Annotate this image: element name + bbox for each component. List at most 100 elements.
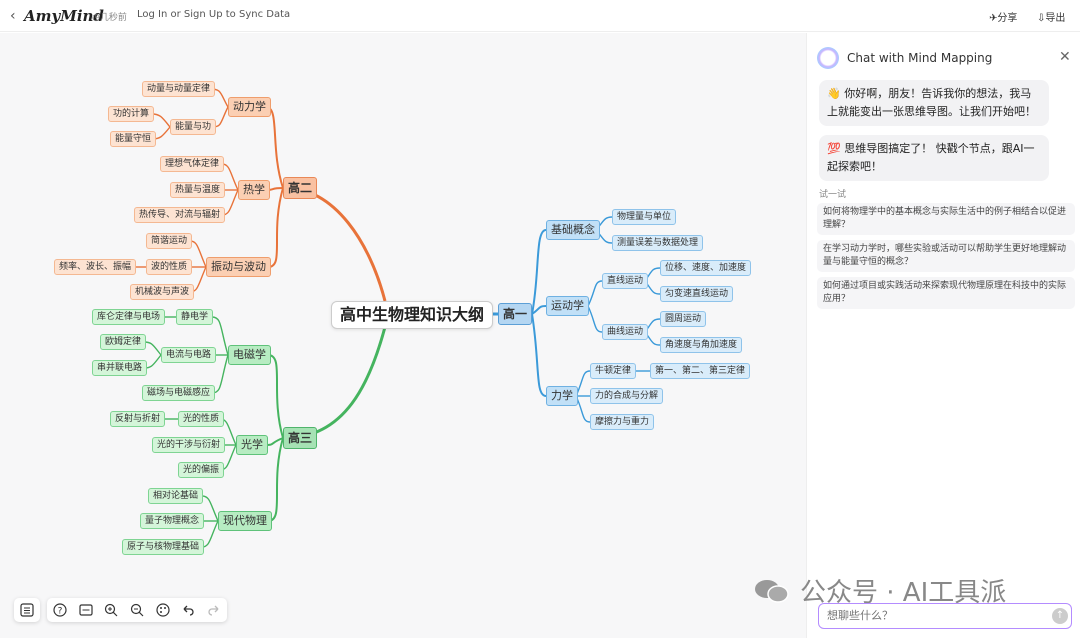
node-electrostatics[interactable]: 静电学 xyxy=(176,309,214,325)
export-icon: ⇩ xyxy=(1037,13,1046,24)
node-em[interactable]: 电磁学 xyxy=(228,345,271,365)
zoom-in-icon[interactable] xyxy=(102,601,120,619)
edge-b3-em xyxy=(267,354,284,439)
node-uniform-accel[interactable]: 匀变速直线运动 xyxy=(660,286,734,302)
node-reflect-refract[interactable]: 反射与折射 xyxy=(110,411,166,427)
suggestion-item[interactable]: 在学习动力学时，哪些实验或活动可以帮助学生更好地理解动量与能量守恒的概念？ xyxy=(817,240,1075,272)
node-curved-motion[interactable]: 曲线运动 xyxy=(602,324,649,340)
node-quantum[interactable]: 量子物理概念 xyxy=(140,513,205,529)
edge-mech-c3 xyxy=(575,395,591,423)
node-interference[interactable]: 光的干涉与衍射 xyxy=(152,437,226,453)
help-icon[interactable]: ? xyxy=(51,601,69,619)
close-icon[interactable]: ✕ xyxy=(1059,49,1071,65)
node-dynamics[interactable]: 动力学 xyxy=(228,97,271,117)
undo-icon[interactable] xyxy=(179,601,197,619)
edge-mod-c3 xyxy=(201,520,219,548)
node-friction-gravity[interactable]: 摩擦力与重力 xyxy=(590,414,655,430)
node-ideal-gas[interactable]: 理想气体定律 xyxy=(160,156,225,172)
share-label: 分享 xyxy=(997,13,1018,24)
node-measurement-error[interactable]: 测量误差与数据处理 xyxy=(612,235,704,251)
node-grade3[interactable]: 高三 xyxy=(283,427,318,449)
mindmap-canvas[interactable]: 高中生物理知识大纲 高二 动力学 动量与动量定律 能量与功 功的计算 能量守恒 … xyxy=(0,33,806,638)
node-modern-physics[interactable]: 现代物理 xyxy=(218,511,272,531)
edge-b3-mod xyxy=(267,437,284,522)
node-energy-conservation[interactable]: 能量守恒 xyxy=(110,131,157,147)
node-energy-work[interactable]: 能量与功 xyxy=(170,119,217,135)
share-icon: ✈ xyxy=(989,13,998,24)
node-ohm[interactable]: 欧姆定律 xyxy=(100,334,147,350)
login-link[interactable]: Log In or Sign Up to Sync Data xyxy=(137,9,291,20)
node-momentum[interactable]: 动量与动量定律 xyxy=(142,81,216,97)
node-linear-motion[interactable]: 直线运动 xyxy=(602,273,649,289)
node-grade2[interactable]: 高二 xyxy=(283,177,318,199)
edge-kin-c2 xyxy=(587,305,603,333)
node-newton[interactable]: 牛顿定律 xyxy=(590,363,637,379)
outline-button[interactable] xyxy=(14,598,40,622)
top-bar: ‹ AmyMind ◷几秒前 Log In or Sign Up to Sync… xyxy=(0,0,1080,32)
node-kinematics[interactable]: 运动学 xyxy=(546,296,589,316)
edge-root-b2 xyxy=(284,186,387,302)
edge-b1-basic xyxy=(531,229,547,315)
edge-em-c1 xyxy=(211,316,229,356)
node-mechanics[interactable]: 力学 xyxy=(546,386,578,406)
clock-icon: ◷ xyxy=(92,13,100,23)
node-displacement[interactable]: 位移、速度、加速度 xyxy=(660,260,752,276)
redo-icon[interactable] xyxy=(205,601,223,619)
node-coulomb[interactable]: 库仑定律与电场 xyxy=(92,309,166,325)
edge-c2-c2a-g xyxy=(143,341,162,356)
node-light-props[interactable]: 光的性质 xyxy=(178,411,225,427)
node-atomic-nuclear[interactable]: 原子与核物理基础 xyxy=(122,539,205,555)
suggestion-item[interactable]: 如何将物理学中的基本概念与实际生活中的例子相结合以促进理解？ xyxy=(817,203,1075,235)
zoom-out-icon[interactable] xyxy=(128,601,146,619)
node-work-calc[interactable]: 功的计算 xyxy=(108,106,155,122)
export-label: 导出 xyxy=(1045,13,1066,24)
share-button[interactable]: ✈分享 xyxy=(989,9,1017,24)
node-polarization[interactable]: 光的偏振 xyxy=(178,462,225,478)
palette-icon[interactable] xyxy=(154,601,172,619)
node-wave-props[interactable]: 波的性质 xyxy=(146,259,193,275)
node-circular-motion[interactable]: 圆周运动 xyxy=(660,311,707,327)
sync-time: 几秒前 xyxy=(99,13,127,23)
edge-b2-dyn xyxy=(265,106,284,189)
ai-orb-icon xyxy=(817,47,839,69)
node-current-circuit[interactable]: 电流与电路 xyxy=(161,347,217,363)
node-shm[interactable]: 简谐运动 xyxy=(146,233,193,249)
chat-panel: Chat with Mind Mapping ✕ 👋 你好啊，朋友！告诉我你的想… xyxy=(806,33,1080,638)
node-vibration[interactable]: 振动与波动 xyxy=(206,257,271,277)
suggestion-item[interactable]: 如何通过项目或实践活动来探索现代物理原理在科技中的实际应用？ xyxy=(817,277,1075,309)
root-node[interactable]: 高中生物理知识大纲 xyxy=(331,301,494,329)
edge-mech-c1 xyxy=(575,370,591,397)
node-relativity[interactable]: 相对论基础 xyxy=(148,488,204,504)
fit-width-icon[interactable] xyxy=(77,601,95,619)
chat-message-done: 💯 思维导图搞定了！ 快戳个节点，跟AI一起探索吧！ xyxy=(819,135,1049,181)
svg-text:?: ? xyxy=(57,607,62,617)
node-thermo[interactable]: 热学 xyxy=(238,180,270,200)
chat-message-greeting: 👋 你好啊，朋友！告诉我你的想法，我马上就能变出一张思维导图。让我们开始吧！ xyxy=(819,80,1049,126)
back-icon[interactable]: ‹ xyxy=(10,8,16,24)
node-newton-laws[interactable]: 第一、第二、第三定律 xyxy=(650,363,751,379)
sync-status: ◷几秒前 xyxy=(92,10,127,23)
node-series-parallel[interactable]: 串并联电路 xyxy=(92,360,148,376)
node-mech-sound[interactable]: 机械波与声波 xyxy=(130,284,195,300)
node-magnetic-induction[interactable]: 磁场与电磁感应 xyxy=(142,385,216,401)
node-optics[interactable]: 光学 xyxy=(236,435,268,455)
try-label: 试一试 xyxy=(819,190,847,200)
node-grade1[interactable]: 高一 xyxy=(498,303,533,325)
chat-input[interactable] xyxy=(825,609,1039,623)
node-heat-transfer[interactable]: 热传导、对流与辐射 xyxy=(134,207,226,223)
chat-input-box xyxy=(818,603,1072,629)
edge-c2-c2a xyxy=(151,113,171,128)
arrow-up-icon: ↑ xyxy=(1055,610,1065,621)
edge-vib-c1 xyxy=(189,240,207,268)
node-freq-wavelength[interactable]: 频率、波长、振幅 xyxy=(54,259,137,275)
edge-b1-kin xyxy=(531,305,547,315)
send-button[interactable]: ↑ xyxy=(1052,608,1068,624)
node-force-composition[interactable]: 力的合成与分解 xyxy=(590,388,664,404)
node-heat-temp[interactable]: 热量与温度 xyxy=(170,182,226,198)
edge-kin-c1 xyxy=(587,280,603,307)
export-button[interactable]: ⇩导出 xyxy=(1037,9,1065,24)
node-angular[interactable]: 角速度与角加速度 xyxy=(660,337,743,353)
edge-b2-vib xyxy=(267,187,284,268)
node-quantity-units[interactable]: 物理量与单位 xyxy=(612,209,677,225)
node-basic-concepts[interactable]: 基础概念 xyxy=(546,220,600,240)
